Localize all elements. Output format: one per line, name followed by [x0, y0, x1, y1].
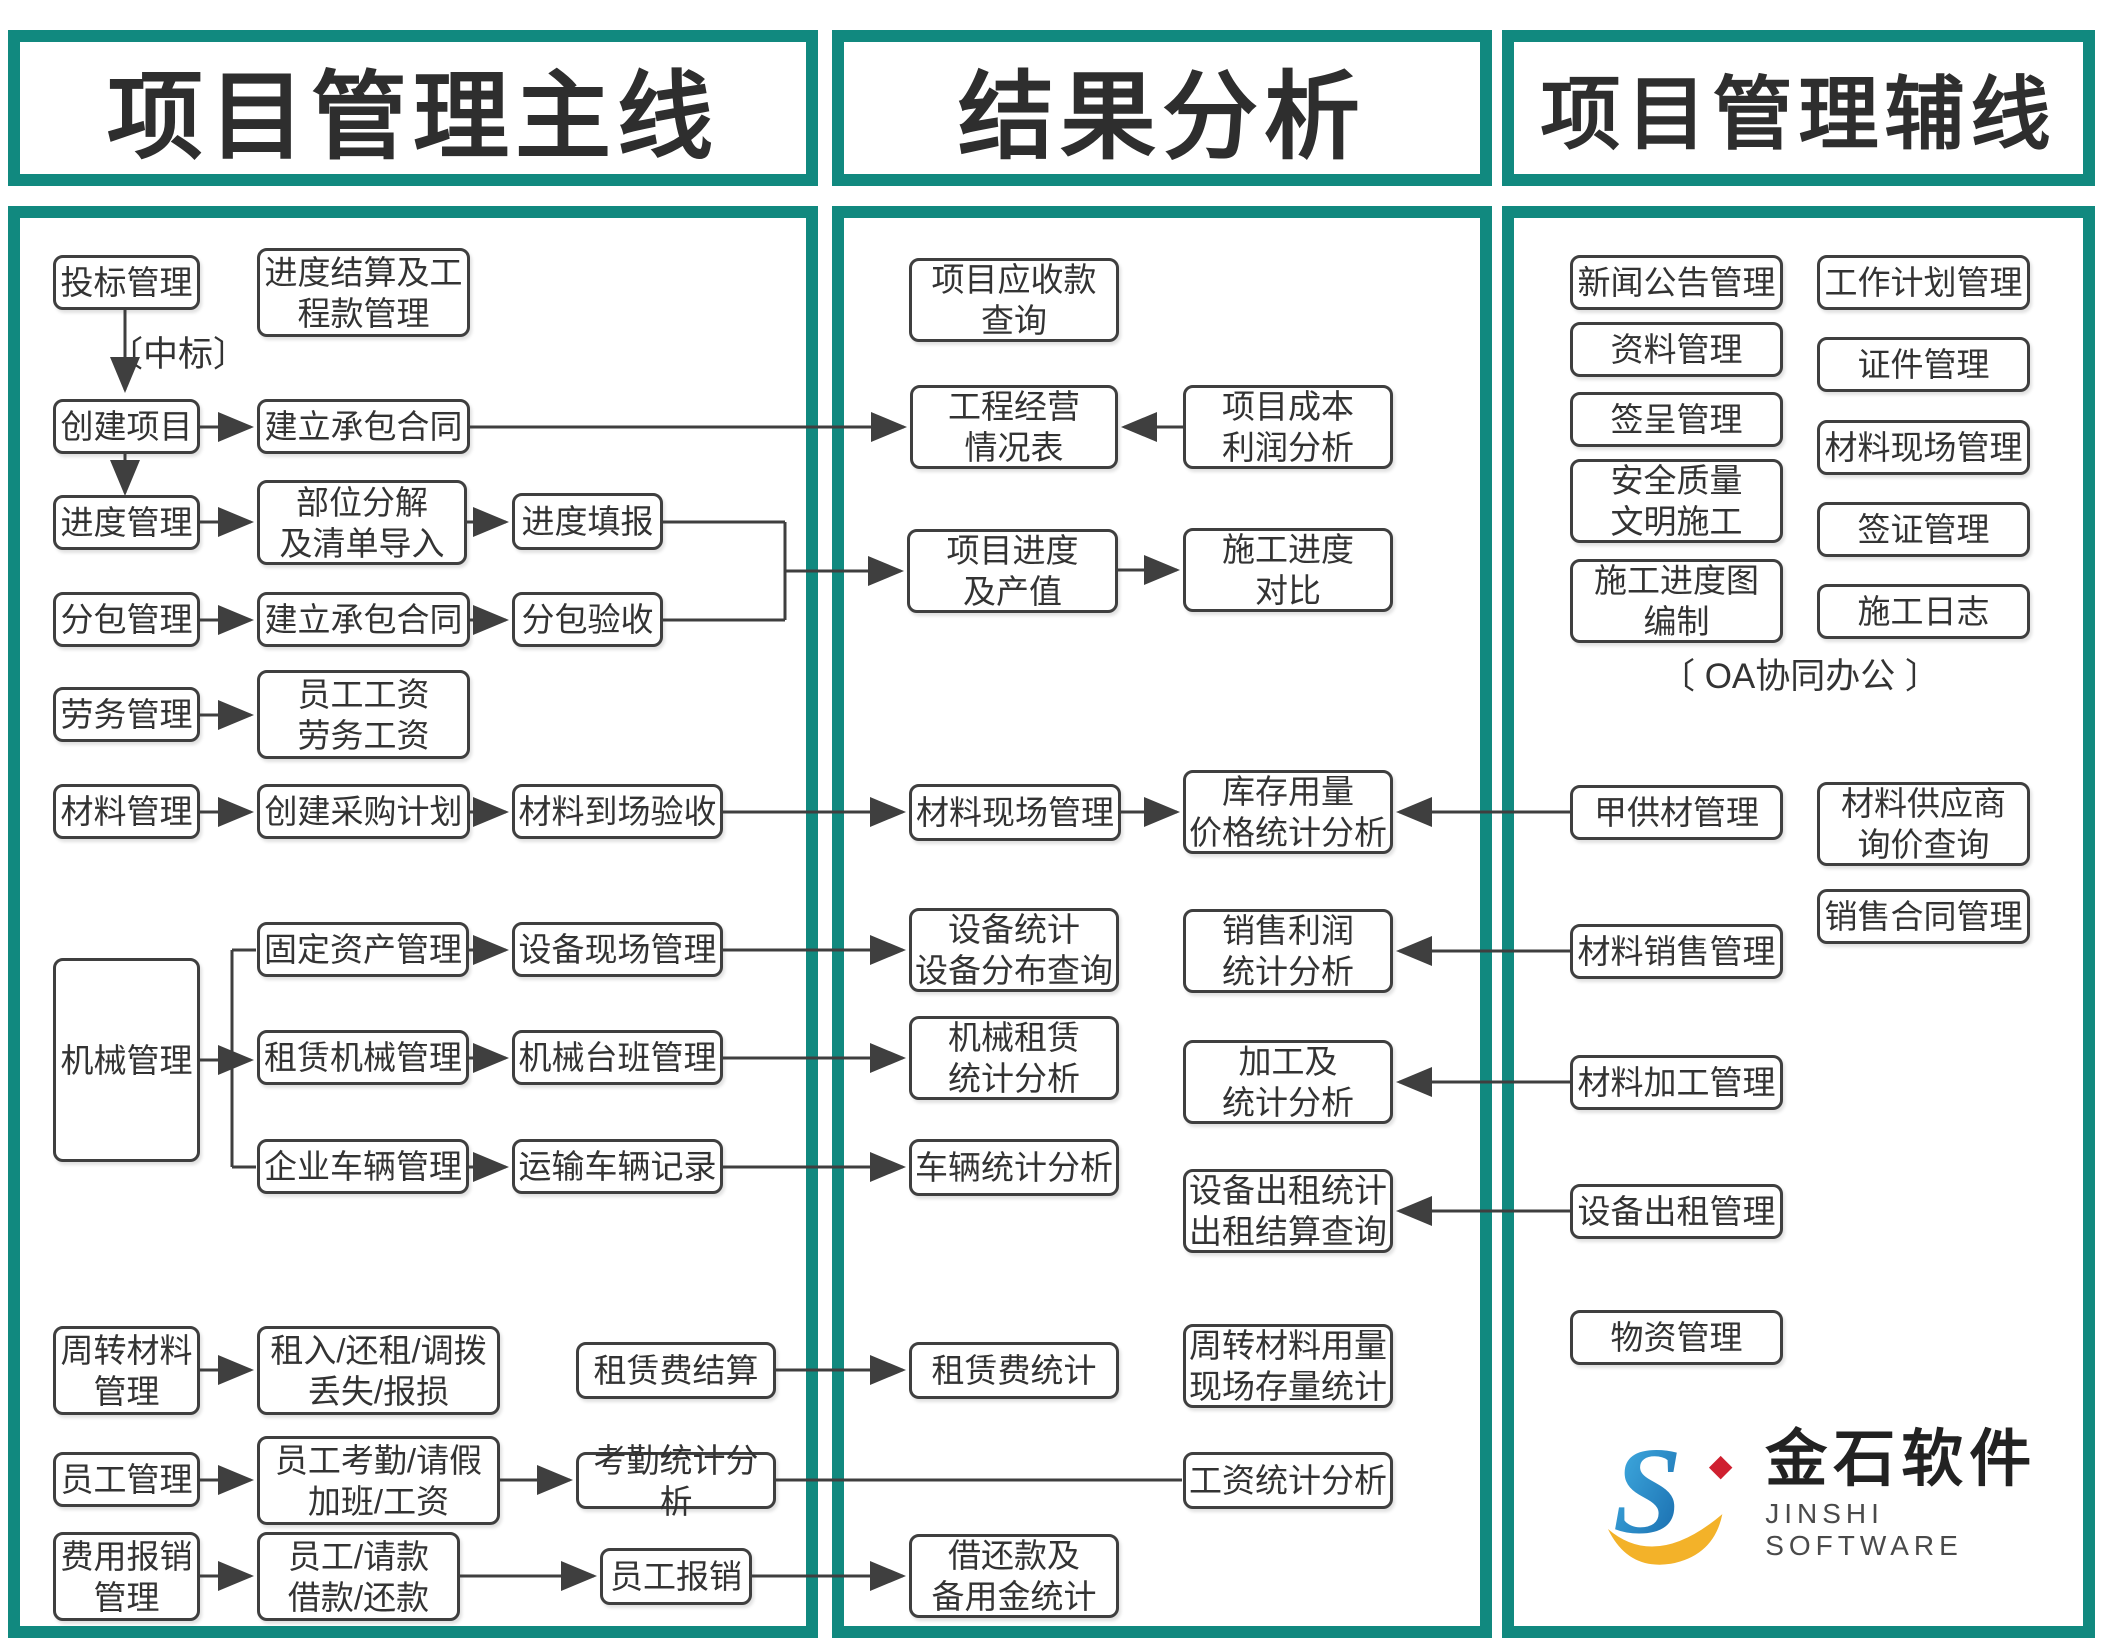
svg-text:S: S	[1613, 1421, 1682, 1559]
node-rizhi: 施工日志	[1817, 584, 2030, 639]
node-jindutu: 施工进度图 编制	[1570, 559, 1783, 643]
node-qingkuan: 员工/请款 借款/还款	[257, 1532, 460, 1621]
node-zlfjiesuan: 租赁费结算	[576, 1342, 776, 1399]
node-jiagongcai: 甲供材管理	[1570, 785, 1783, 840]
node-chuangjian: 创建项目	[53, 399, 200, 454]
node-kaoqin: 员工考勤/请假 加班/工资	[257, 1436, 500, 1525]
node-guding: 固定资产管理	[257, 922, 469, 977]
title-aux-line: 项目管理辅线	[1540, 72, 2057, 160]
node-xiaoshoulr: 销售利润 统计分析	[1183, 909, 1393, 993]
node-xinwen: 新闻公告管理	[1570, 255, 1783, 310]
node-jiehuan: 借还款及 备用金统计	[909, 1534, 1119, 1618]
label-oa: 〔 OA协同办公 〕	[1635, 650, 1965, 696]
node-yingshou: 项目应收款 查询	[909, 258, 1119, 342]
node-wuzi: 物资管理	[1570, 1310, 1783, 1365]
node-clxc3: 材料现场管理	[1817, 420, 2030, 475]
logo-name: 金石软件	[1765, 1425, 2038, 1494]
node-shebeitj: 设备统计 设备分布查询	[909, 908, 1119, 992]
node-chuzutj: 设备出租统计 出租结算查询	[1183, 1169, 1393, 1253]
title-result-analysis: 结果分析	[958, 63, 1366, 171]
logo-text: 金石软件 JINSHI SOFTWARE	[1765, 1428, 2038, 1562]
node-anquan: 安全质量 文明施工	[1570, 459, 1783, 543]
node-qiancheng: 签呈管理	[1570, 392, 1783, 447]
node-jinduchanzhi: 项目进度 及产值	[907, 529, 1118, 613]
node-shigongdb: 施工进度 对比	[1183, 528, 1393, 612]
node-cljiagong: 材料加工管理	[1570, 1055, 1783, 1110]
node-cheliangtj: 车辆统计分析	[909, 1139, 1119, 1196]
node-jindu: 进度管理	[53, 495, 200, 550]
node-chengben: 项目成本 利润分析	[1183, 385, 1393, 469]
node-fenbaoyanshou: 分包验收	[512, 592, 663, 647]
node-zzyongliang: 周转材料用量 现场存量统计	[1183, 1324, 1393, 1408]
logo-subtitle: JINSHI SOFTWARE	[1765, 1498, 1963, 1561]
node-zhouzhuan: 周转材料 管理	[53, 1326, 200, 1415]
node-baoxiao: 员工报销	[600, 1548, 752, 1605]
node-daochang: 材料到场验收	[512, 784, 723, 839]
node-feiyong: 费用报销 管理	[53, 1532, 200, 1621]
node-jiagongtj: 加工及 统计分析	[1183, 1040, 1393, 1124]
node-laowu: 劳务管理	[53, 687, 200, 742]
node-jingying: 工程经营 情况表	[910, 385, 1118, 469]
node-caigou: 创建采购计划	[257, 784, 470, 839]
node-kucun: 库存用量 价格统计分析	[1183, 770, 1393, 854]
node-toubiao: 投标管理	[53, 255, 200, 310]
node-kaoqintj: 考勤统计分析	[576, 1442, 776, 1520]
node-zulinjx: 租赁机械管理	[257, 1030, 469, 1085]
header-aux-line: 项目管理辅线	[1502, 30, 2095, 186]
node-gongyingshang: 材料供应商 询价查询	[1817, 782, 2030, 866]
node-jxzulintj: 机械租赁 统计分析	[909, 1016, 1119, 1100]
node-sbchuzu: 设备出租管理	[1570, 1184, 1783, 1239]
node-tianbao: 进度填报	[512, 493, 663, 550]
node-shebeixc: 设备现场管理	[512, 922, 723, 977]
header-main-line: 项目管理主线	[8, 30, 818, 186]
node-qiyecl: 企业车辆管理	[257, 1139, 469, 1194]
node-xshetong: 销售合同管理	[1817, 889, 2030, 944]
node-yuangong: 员工管理	[53, 1452, 200, 1507]
node-ziliao: 资料管理	[1570, 322, 1783, 377]
node-zuru: 租入/还租/调拨 丢失/报损	[257, 1326, 500, 1415]
company-logo: S 金石软件 JINSHI SOFTWARE	[1598, 1400, 2038, 1590]
node-buwei: 部位分解 及清单导入	[257, 480, 467, 565]
node-jixie: 机械管理	[53, 958, 200, 1162]
node-taiban: 机械台班管理	[512, 1030, 723, 1085]
node-chengbao2: 建立承包合同	[257, 592, 470, 647]
node-qianzheng: 签证管理	[1817, 502, 2030, 557]
node-clxiaoshou: 材料销售管理	[1570, 924, 1783, 979]
logo-mark-icon: S	[1607, 1421, 1733, 1565]
node-zlftongji: 租赁费统计	[909, 1342, 1119, 1399]
node-clxianchang: 材料现场管理	[909, 784, 1121, 841]
node-gongzitj: 工资统计分析	[1183, 1452, 1393, 1509]
node-fenbao: 分包管理	[53, 592, 200, 647]
node-jiesuan: 进度结算及工 程款管理	[257, 248, 470, 337]
node-gongzi: 员工工资 劳务工资	[257, 670, 470, 759]
node-yunshu: 运输车辆记录	[512, 1139, 723, 1194]
title-main-line: 项目管理主线	[107, 63, 719, 171]
header-result-analysis: 结果分析	[832, 30, 1492, 186]
node-jihua: 工作计划管理	[1817, 255, 2030, 310]
node-zhengjian: 证件管理	[1817, 337, 2030, 392]
node-cailiao: 材料管理	[53, 784, 200, 839]
label-zhongbiao: 〔中标〕	[108, 330, 248, 374]
node-chengbao1: 建立承包合同	[257, 399, 470, 454]
